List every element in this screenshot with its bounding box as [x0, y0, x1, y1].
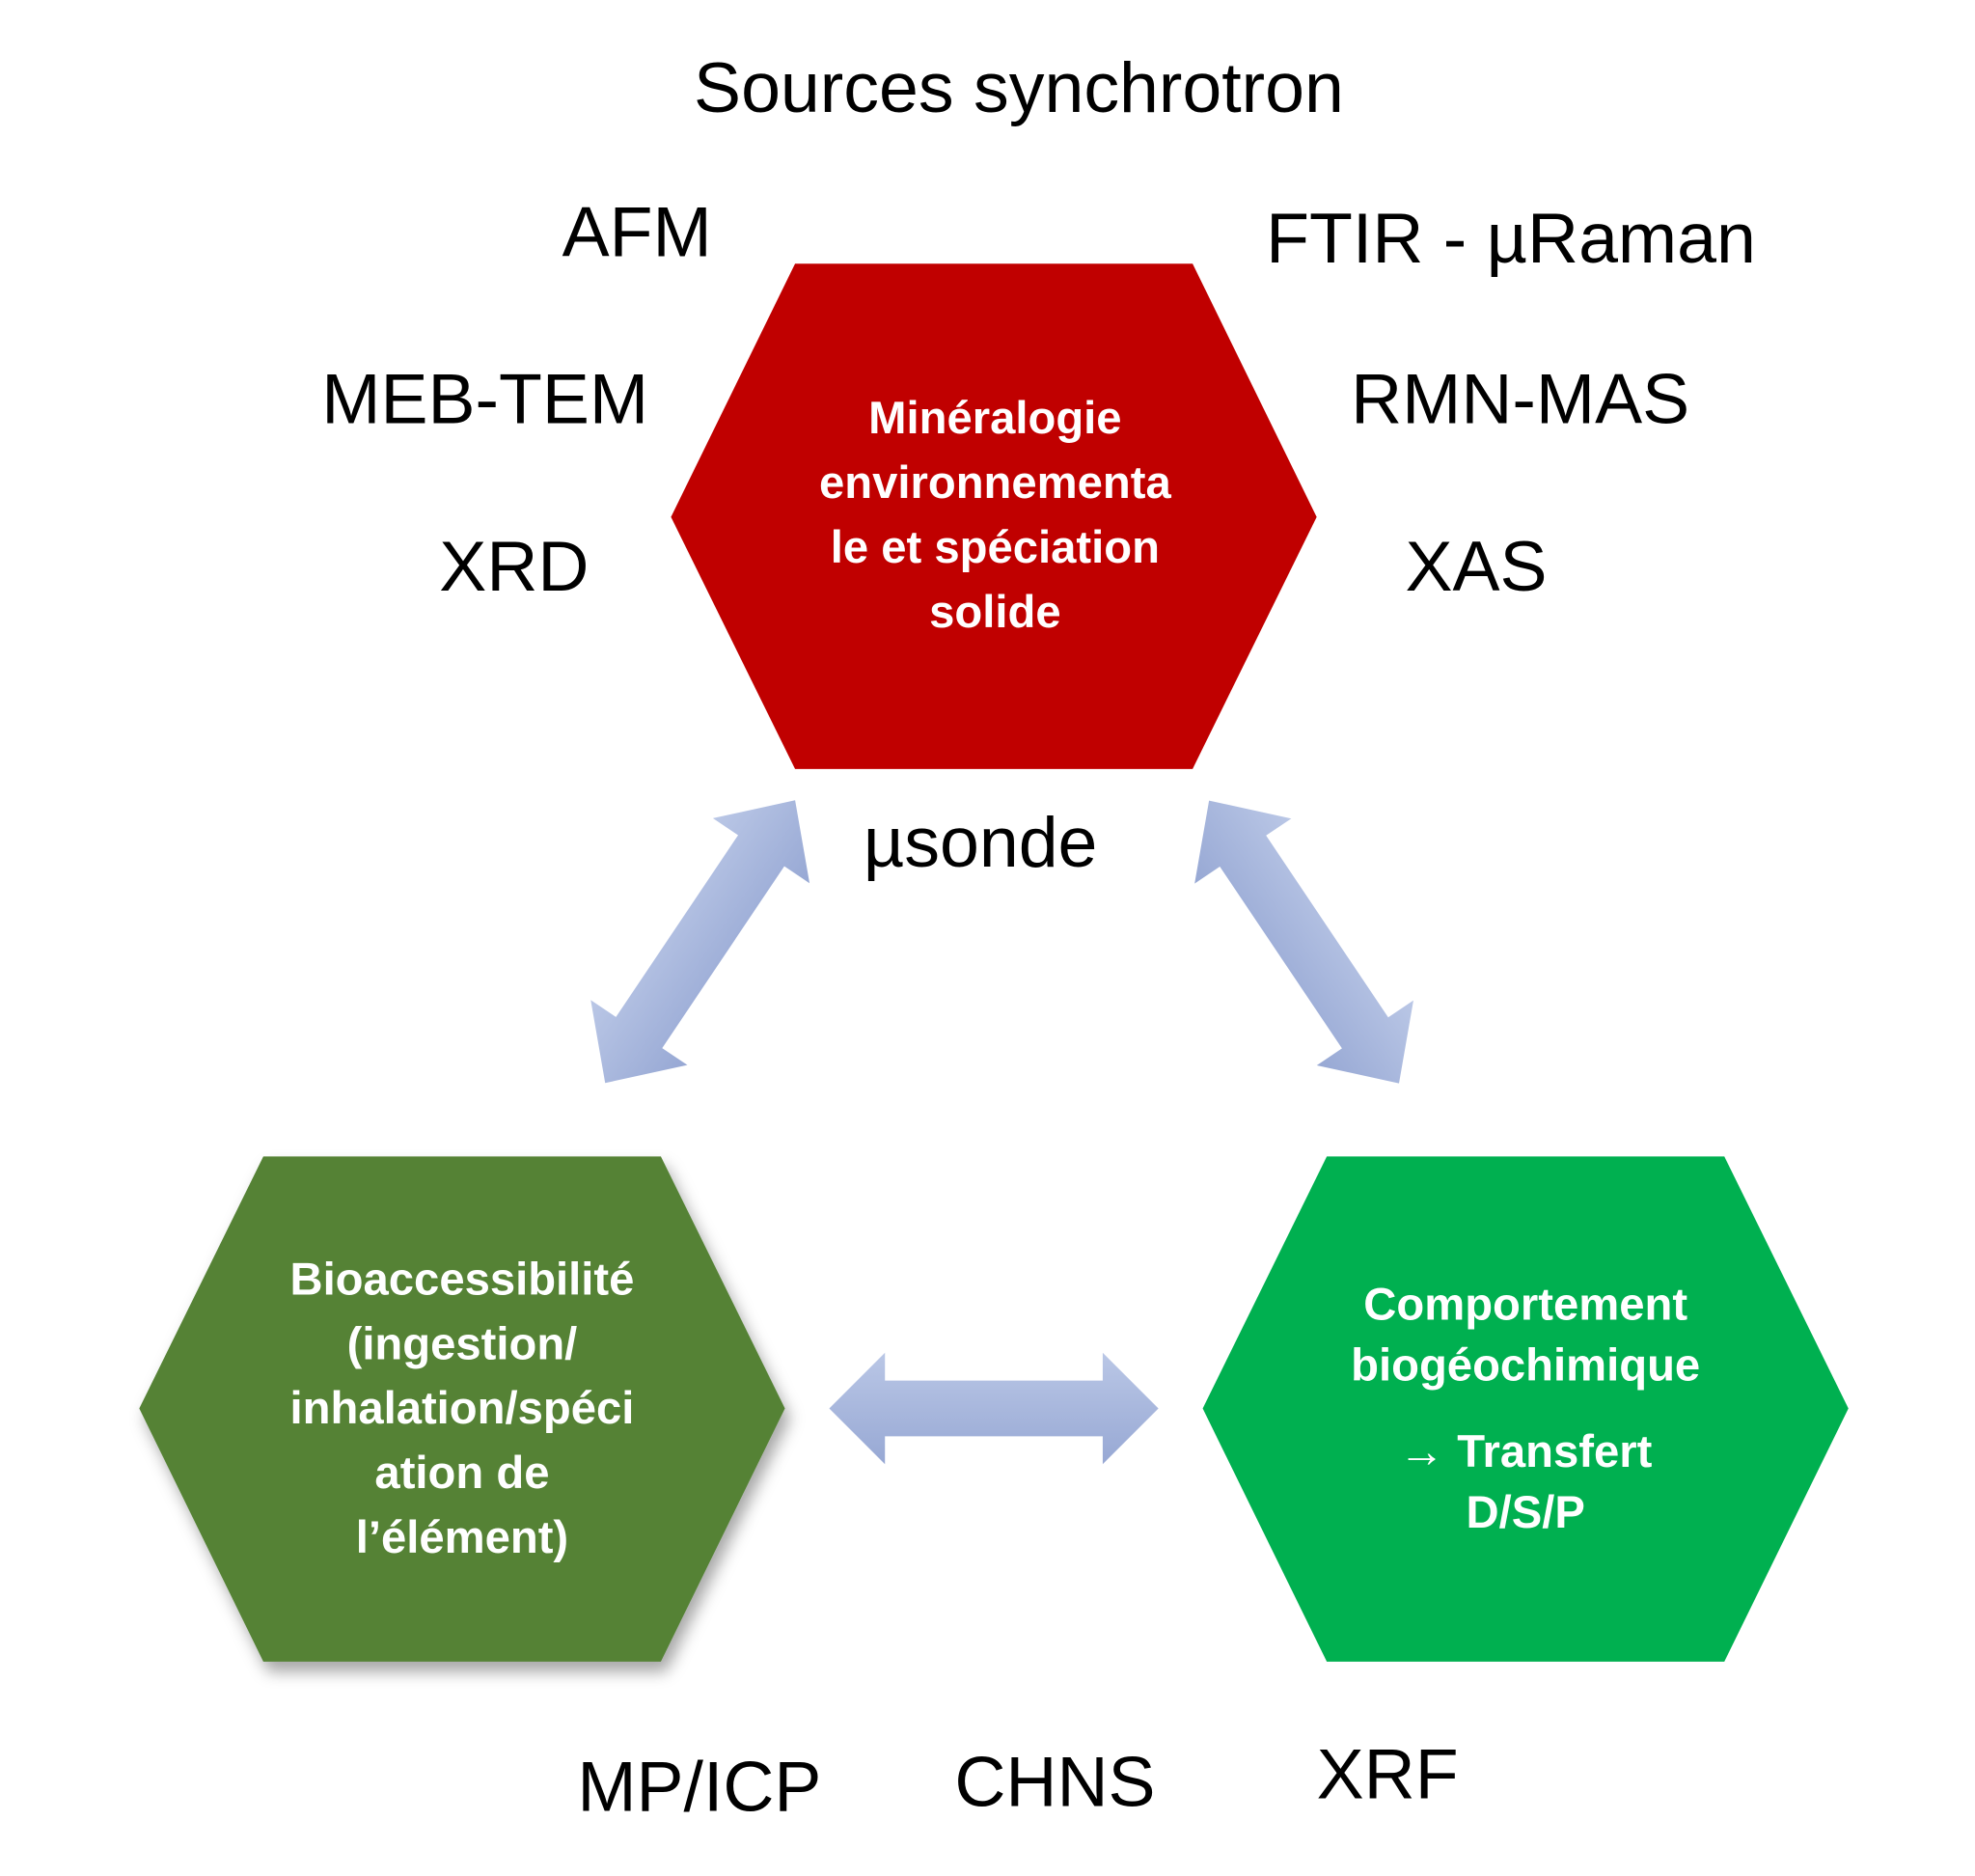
label-chns: CHNS — [954, 1741, 1155, 1821]
label-meb-tem: MEB-TEM — [321, 359, 648, 439]
label-mp-icp: MP/ICP — [577, 1747, 821, 1827]
hexagon-mineralogy-line: le et spéciation — [831, 522, 1160, 573]
hexagon-mineralogy-line: solide — [929, 587, 1060, 638]
hexagon-mineralogy: Minéralogie environnementa le et spéciat… — [671, 263, 1317, 769]
hexagon-mineralogy-shape — [671, 263, 1317, 769]
hexagon-bioaccessibility-line: Bioaccessibilité — [289, 1254, 634, 1305]
hexagon-biogeochemical-line: → Transfert — [1399, 1426, 1653, 1477]
hexagon-mineralogy-line: Minéralogie — [868, 393, 1121, 444]
double-arrow-left-diagonal — [590, 800, 810, 1084]
label-usonde: µsonde — [864, 802, 1098, 882]
label-afm: AFM — [562, 191, 712, 271]
double-arrow-right-diagonal — [1194, 800, 1413, 1084]
label-ftir-uraman: FTIR - µRaman — [1266, 198, 1756, 278]
label-rmn-mas: RMN-MAS — [1351, 359, 1689, 439]
label-xrf: XRF — [1317, 1734, 1459, 1814]
double-arrow-horizontal — [829, 1352, 1159, 1465]
hexagon-biogeochemical-line: D/S/P — [1467, 1487, 1585, 1538]
hexagon-bioaccessibility-line: (ingestion/ — [347, 1318, 578, 1369]
hexagon-mineralogy-line: environnementa — [819, 457, 1171, 509]
hexagon-bioaccessibility: Bioaccessibilité (ingestion/ inhalation/… — [139, 1156, 785, 1662]
hexagon-biogeochemical-line: biogéochimique — [1351, 1340, 1700, 1392]
hexagon-bioaccessibility-line: inhalation/spéci — [290, 1383, 635, 1434]
hexagon-biogeochemical: Comportement biogéochimique → Transfert … — [1202, 1156, 1849, 1662]
hexagon-bioaccessibility-line: ation de — [374, 1448, 549, 1499]
label-xas: XAS — [1406, 526, 1548, 606]
hexagon-biogeochemical-line: Comportement — [1363, 1280, 1687, 1331]
hexagon-bioaccessibility-line: l’élément) — [356, 1512, 568, 1563]
hexagon-biogeochemical-shape — [1202, 1156, 1849, 1662]
hexagon-bioaccessibility-shape — [139, 1156, 785, 1662]
label-xrd: XRD — [439, 526, 589, 606]
title-sources-synchrotron: Sources synchrotron — [694, 47, 1344, 127]
